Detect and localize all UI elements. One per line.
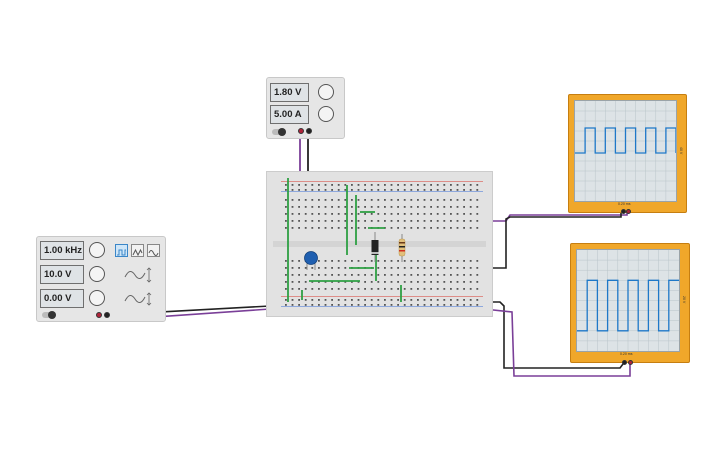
offset-knob[interactable] [89, 290, 105, 306]
square-wave-button[interactable] [115, 244, 128, 257]
offset-display: 0.00 V [40, 289, 84, 308]
scope-bottom-trace [577, 250, 679, 351]
amplitude-knob[interactable] [89, 266, 105, 282]
amplitude-symbol-icon [124, 267, 152, 283]
scope-bottom-probe-terminal[interactable] [628, 360, 633, 365]
scope-top-screen [574, 100, 677, 202]
breadboard-surface [273, 181, 486, 307]
positive-terminal[interactable] [298, 128, 304, 134]
oscilloscope-top[interactable]: 40 V 0.20 ms [568, 94, 687, 214]
generator-positive-terminal[interactable] [96, 312, 102, 318]
scope-bottom-time-div: 0.20 ms [620, 352, 633, 356]
voltage-display: 1.80 V [270, 83, 309, 102]
scope-top-ground-terminal[interactable] [621, 209, 626, 214]
breadboard[interactable] [266, 171, 493, 317]
oscilloscope-bottom[interactable]: 20 V 0.20 ms [570, 243, 690, 365]
scope-bottom-volt-div: 20 V [682, 296, 686, 304]
triangle-wave-button[interactable] [131, 244, 144, 257]
scope-bottom-screen [576, 249, 680, 352]
negative-terminal[interactable] [306, 128, 312, 134]
scope-top-time-div: 0.20 ms [618, 202, 631, 206]
scope-top-volt-div: 40 V [679, 147, 683, 155]
generator-power-switch[interactable] [42, 311, 56, 319]
scope-bottom-ground-terminal[interactable] [622, 360, 627, 365]
scope-bottom-ground-wire[interactable] [478, 301, 624, 369]
square-wave-icon [117, 249, 126, 256]
scope-bottom-probe-wire[interactable] [483, 308, 631, 377]
scope-top-trace [575, 101, 677, 201]
dc-power-supply[interactable]: 1.80 V 5.00 A [266, 77, 345, 139]
function-generator[interactable]: 1.00 kHz 10.0 V 0.00 V [36, 236, 166, 322]
triangle-wave-icon [132, 248, 143, 257]
current-knob[interactable] [318, 106, 334, 122]
voltage-knob[interactable] [318, 84, 334, 100]
scope-top-probe-terminal[interactable] [626, 209, 631, 214]
amplitude-display: 10.0 V [40, 265, 84, 284]
sine-wave-icon [148, 250, 159, 256]
power-switch[interactable] [272, 128, 286, 136]
offset-symbol-icon [124, 292, 152, 306]
frequency-knob[interactable] [89, 242, 105, 258]
frequency-display: 1.00 kHz [40, 241, 84, 260]
current-display: 5.00 A [270, 105, 309, 124]
generator-negative-terminal[interactable] [104, 312, 110, 318]
sine-wave-button[interactable] [147, 244, 160, 257]
